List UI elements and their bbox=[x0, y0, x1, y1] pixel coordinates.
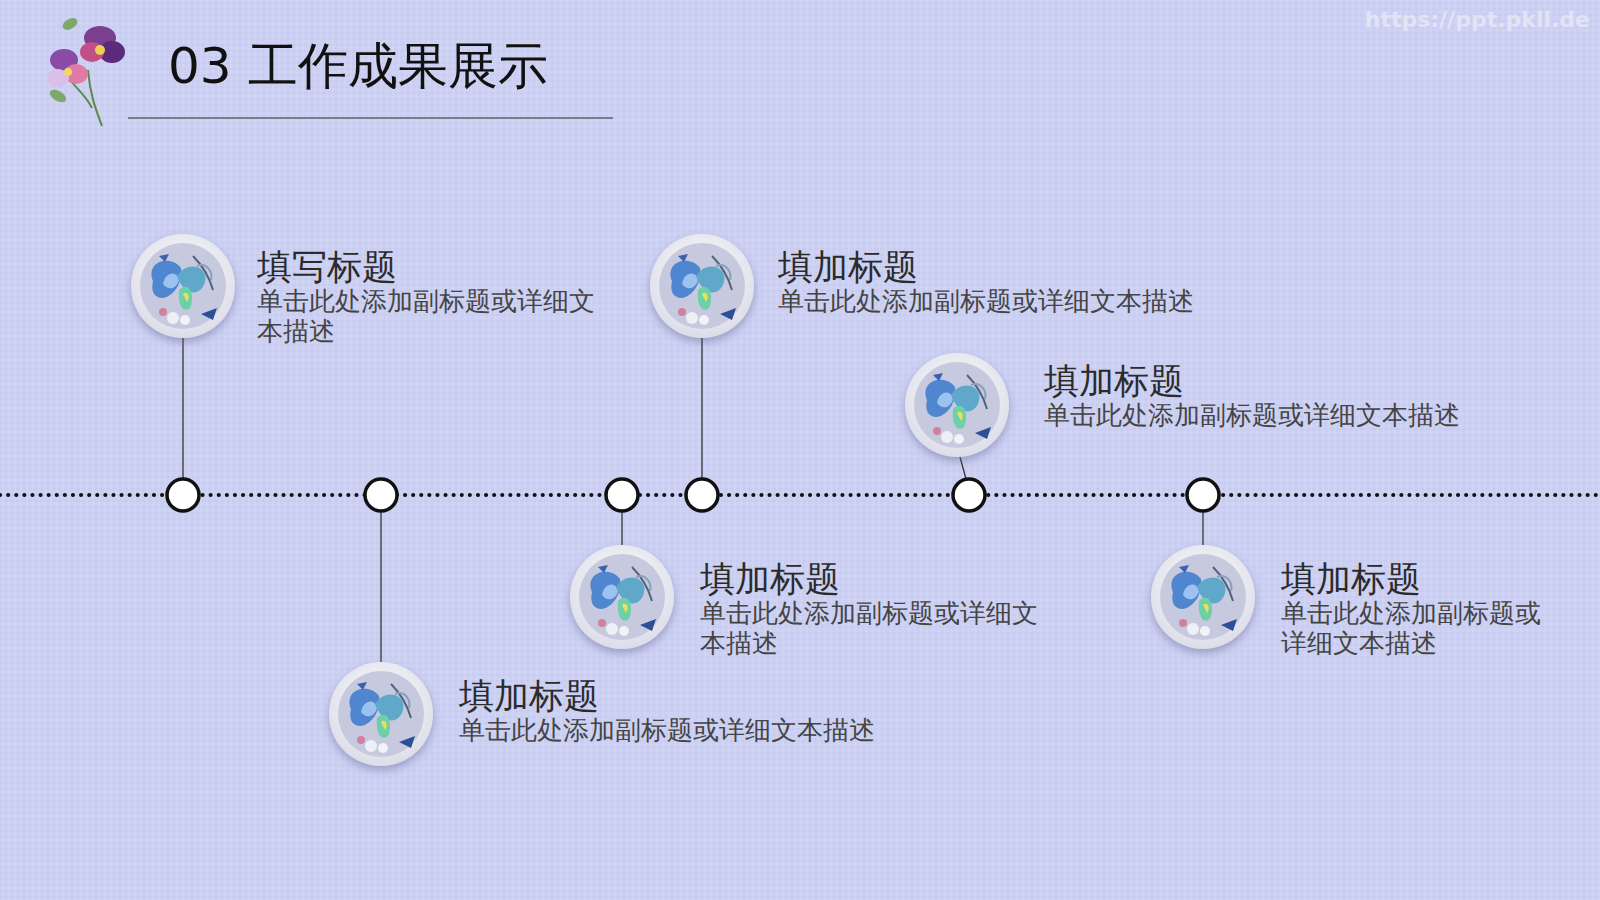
timeline-item: 填加标题单击此处添加副标题或详细文本描述 bbox=[778, 248, 1194, 316]
timeline bbox=[0, 493, 1600, 497]
item-description: 单击此处添加副标题或详细文本描述 bbox=[257, 286, 617, 346]
item-title: 填加标题 bbox=[1281, 560, 1563, 598]
item-description: 单击此处添加副标题或详细文本描述 bbox=[1281, 598, 1563, 658]
timeline-item: 填加标题单击此处添加副标题或详细文本描述 bbox=[1281, 560, 1563, 658]
item-description: 单击此处添加副标题或详细文本描述 bbox=[1044, 400, 1460, 430]
page-title: 03 工作成果展示 bbox=[168, 36, 548, 96]
item-title: 填加标题 bbox=[459, 677, 875, 715]
item-title: 填加标题 bbox=[700, 560, 1060, 598]
item-description: 单击此处添加副标题或详细文本描述 bbox=[700, 598, 1060, 658]
timeline-item: 填写标题单击此处添加副标题或详细文本描述 bbox=[257, 248, 617, 346]
title-underline bbox=[128, 117, 613, 118]
timeline-item: 填加标题单击此处添加副标题或详细文本描述 bbox=[1044, 362, 1460, 430]
timeline-dot bbox=[167, 479, 1219, 511]
item-title: 填写标题 bbox=[257, 248, 617, 286]
item-title: 填加标题 bbox=[778, 248, 1194, 286]
flower-picture bbox=[131, 234, 1255, 766]
item-description: 单击此处添加副标题或详细文本描述 bbox=[778, 286, 1194, 316]
item-title: 填加标题 bbox=[1044, 362, 1460, 400]
timeline-item: 填加标题单击此处添加副标题或详细文本描述 bbox=[459, 677, 875, 745]
timeline-item: 填加标题单击此处添加副标题或详细文本描述 bbox=[700, 560, 1060, 658]
watermark: https://ppt.pkll.de bbox=[1365, 6, 1590, 34]
item-description: 单击此处添加副标题或详细文本描述 bbox=[459, 715, 875, 745]
corner-flower bbox=[47, 16, 125, 126]
